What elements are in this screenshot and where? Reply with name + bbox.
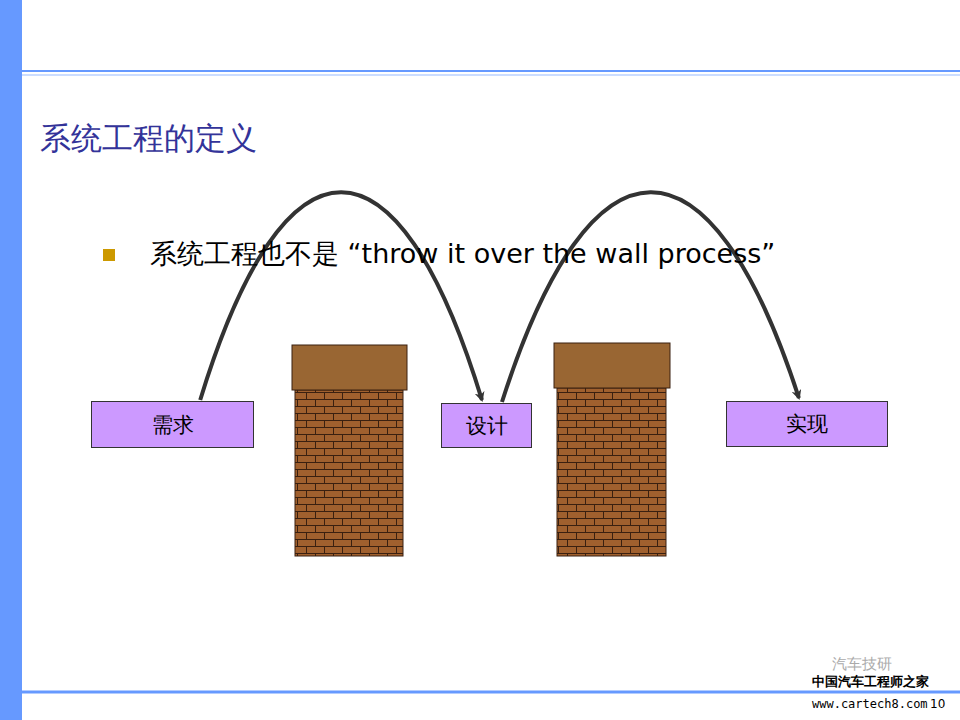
process-box: 设计 [441,403,532,448]
process-box: 需求 [91,401,254,448]
watermark: 汽车技研 [832,655,892,674]
process-box: 实现 [726,401,888,447]
bottom-rule [22,691,960,694]
side-bar [0,0,22,720]
bullet-square [103,249,115,261]
page-number: 10 [930,697,945,711]
box-label: 实现 [786,410,828,438]
slide-title: 系统工程的定义 [40,118,257,160]
box-label: 设计 [466,412,508,440]
brick-wall [554,343,670,556]
watermark: 中国汽车工程师之家 [812,673,929,691]
watermark-url: www.cartech8.com [812,697,928,711]
brick-wall [292,345,407,556]
bullet-text: 系统工程也不是 “throw it over the wall process” [150,236,775,272]
top-rule [22,75,960,76]
top-rule [22,70,960,72]
arc-arrow [502,192,799,402]
arc-arrow [200,192,482,400]
box-label: 需求 [152,411,194,439]
